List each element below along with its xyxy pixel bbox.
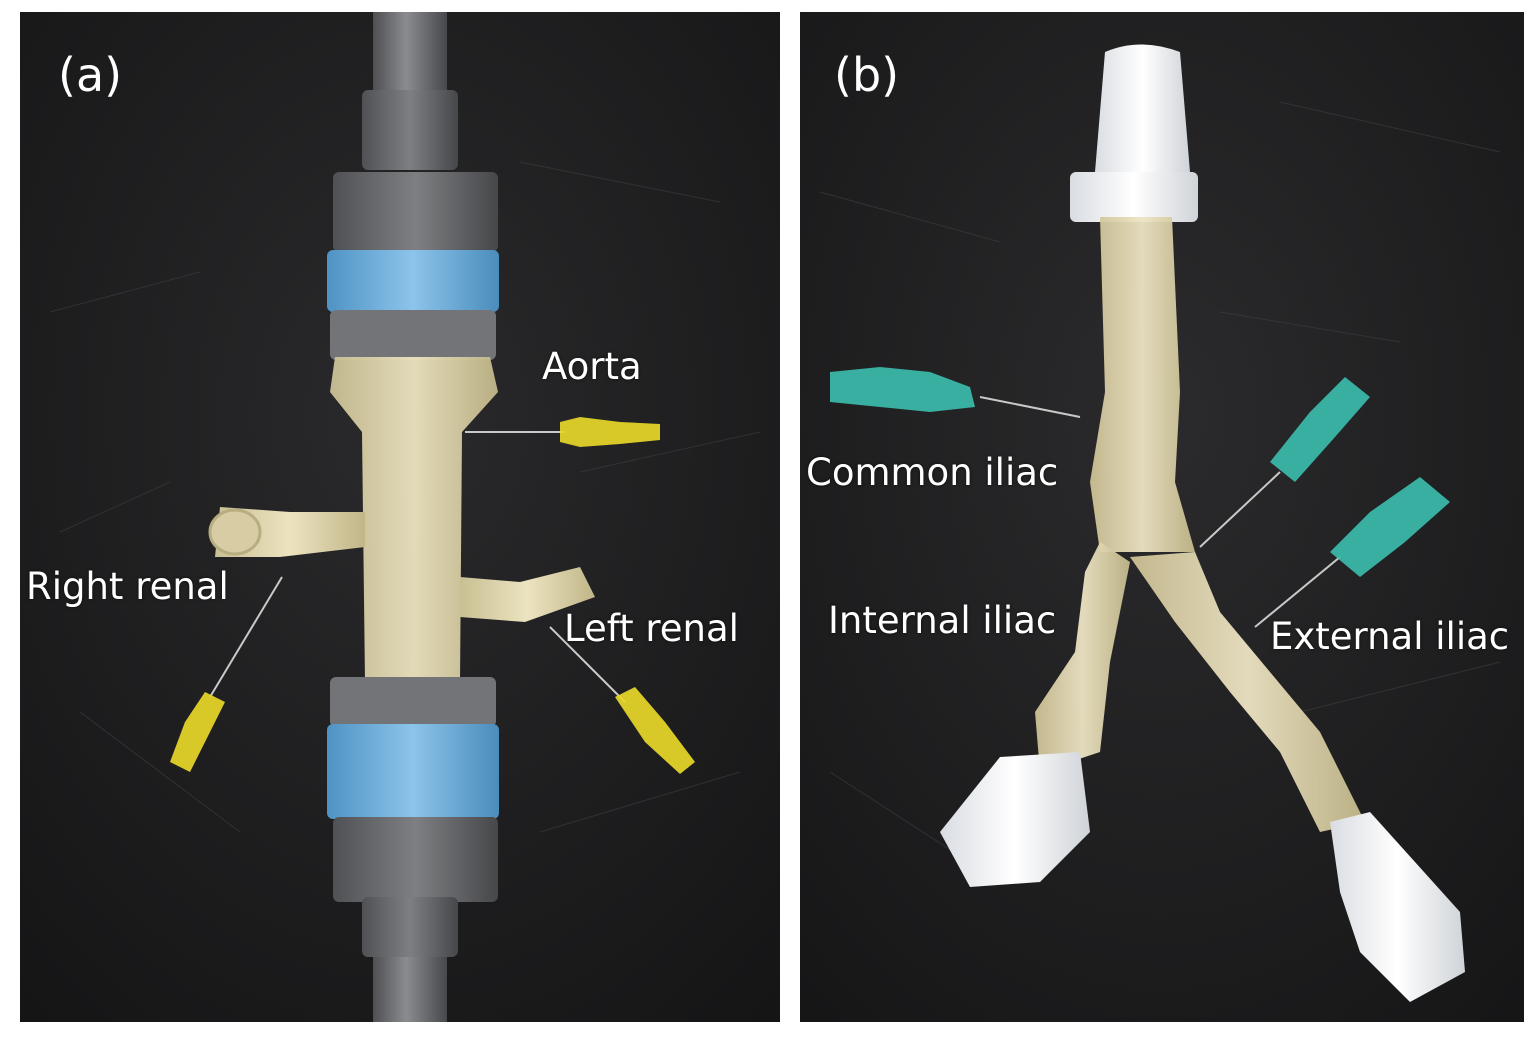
right-renal-opening	[208, 508, 262, 556]
external-iliac-label: External iliac	[1270, 615, 1510, 658]
needle-aorta	[465, 417, 660, 447]
nut-top	[333, 172, 498, 252]
internal-iliac-branch	[1035, 542, 1130, 772]
needle-external-iliac-2	[1254, 477, 1450, 628]
needle-left-renal	[549, 626, 695, 774]
right-renal-label: Right renal	[26, 565, 229, 608]
top-connector-flange	[1070, 172, 1198, 222]
panel-b-label: (b)	[834, 48, 900, 102]
tape-bottom	[327, 724, 499, 819]
aorta-silicone	[330, 357, 498, 702]
sleeve-bottom	[330, 677, 496, 727]
panel-a-label: (a)	[58, 48, 123, 102]
iliac-phantom-photo	[800, 12, 1524, 1022]
coupling-bottom	[362, 897, 458, 957]
tape-top	[327, 250, 499, 312]
photo-panel-a: (a) Aorta Right renal Left renal	[20, 12, 780, 1022]
common-iliac-segment	[1090, 217, 1195, 552]
surface-scratches	[49, 161, 761, 833]
needle-common-iliac	[830, 367, 1081, 418]
coupling-top	[362, 90, 458, 170]
needle-external-iliac-1	[1199, 377, 1370, 548]
left-renal-branch	[460, 567, 595, 622]
common-iliac-label: Common iliac	[806, 451, 1059, 494]
bottom-left-connector	[940, 752, 1090, 887]
left-renal-label: Left renal	[564, 607, 739, 650]
bottom-right-connector	[1330, 812, 1465, 1002]
top-connector	[1095, 44, 1190, 172]
photo-panel-b: (b) Common iliac Internal iliac External…	[800, 12, 1524, 1022]
internal-iliac-label: Internal iliac	[828, 599, 1057, 642]
nut-bottom	[333, 817, 498, 902]
sleeve-top	[330, 310, 496, 360]
aorta-label: Aorta	[542, 345, 642, 388]
aorta-phantom-photo	[20, 12, 780, 1022]
needle-right-renal	[170, 576, 283, 772]
external-iliac-branch	[1130, 552, 1365, 832]
